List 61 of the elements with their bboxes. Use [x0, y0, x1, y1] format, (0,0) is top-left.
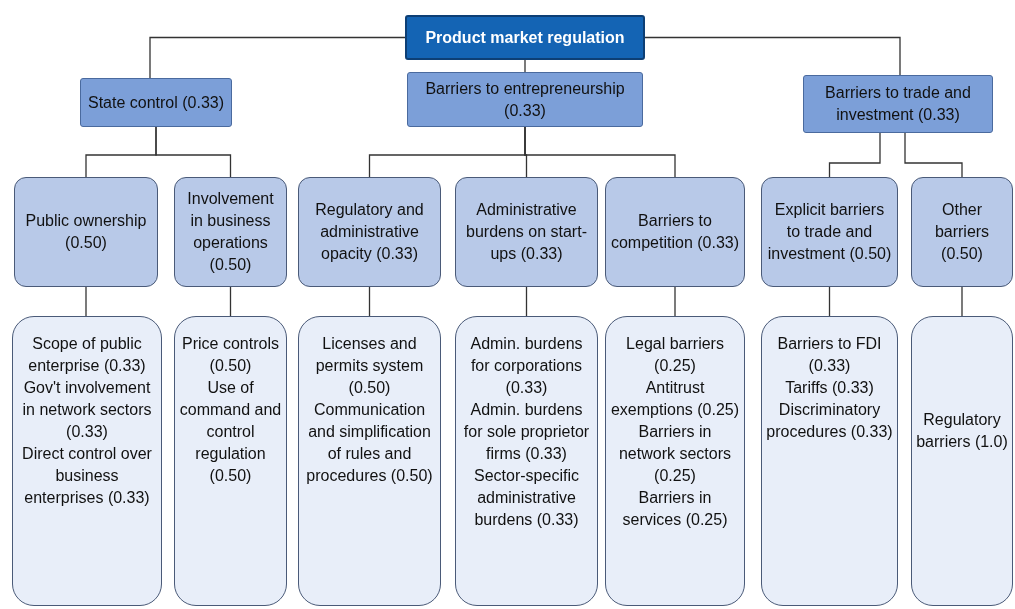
box-label: Involvement in business operations (0.50)	[186, 189, 275, 275]
indicator-label: Communication and simplification of rules and procedures (0.50)	[305, 400, 434, 486]
box-label: Other barriers (0.50)	[933, 200, 991, 264]
indicator-label: Discriminatory procedures (0.33)	[766, 400, 893, 442]
indicator-box	[605, 316, 745, 606]
indicator-label: Barriers in network sectors (0.25)	[617, 422, 732, 486]
connector-line	[155, 126, 232, 178]
connector-line	[524, 126, 676, 178]
subcategory-box	[605, 177, 745, 287]
indicator-box	[455, 316, 598, 606]
indicator-label: Admin. burdens for corporations (0.33)	[469, 334, 584, 398]
indicator-box	[174, 316, 287, 606]
subcategory-box	[911, 177, 1013, 287]
subcategory-box	[298, 177, 441, 287]
indicator-label: Gov't involvement in network sectors (0.33)	[21, 378, 153, 442]
connector-line	[149, 36, 406, 79]
indicator-label: Price controls (0.50)	[181, 334, 280, 376]
connector-line	[674, 286, 676, 317]
box-label: Administrative burdens on start-ups (0.33)	[465, 200, 588, 264]
indicator-label: Licenses and permits system (0.50)	[314, 334, 425, 398]
indicator-label: Antitrust exemptions (0.25)	[610, 378, 740, 420]
connector-line	[828, 286, 831, 317]
connector-line	[961, 286, 963, 317]
indicator-box	[298, 316, 441, 606]
indicator-label: Tariffs (0.33)	[785, 378, 874, 398]
connector-line	[904, 132, 963, 178]
category-box	[80, 78, 232, 127]
box-label: Product market regulation	[425, 27, 625, 48]
box-label: Explicit barriers to trade and investment (0.50)	[766, 200, 893, 264]
connector-line	[644, 36, 901, 76]
connector-line	[828, 132, 881, 178]
connector-line	[368, 286, 371, 317]
indicator-label: Use of command and control regulation (0.50)	[179, 378, 282, 486]
box-label: Barriers to competition (0.33)	[610, 211, 740, 253]
connector-line	[524, 59, 526, 73]
indicator-box	[761, 316, 898, 606]
indicator-label: Legal barriers (0.25)	[625, 334, 725, 376]
indicator-label: Direct control over business enterprises (0.33)	[21, 444, 153, 508]
indicator-label: Admin. burdens for sole proprietor firms (0.33)	[462, 400, 591, 464]
box-label: Public ownership (0.50)	[24, 211, 148, 253]
box-label: Barriers to trade and investment (0.33)	[824, 83, 972, 125]
subcategory-box	[14, 177, 158, 287]
box-label: State control (0.33)	[87, 92, 225, 113]
subcategory-box	[174, 177, 287, 287]
indicator-box	[911, 316, 1013, 606]
connector-line	[85, 286, 87, 317]
indicator-label: Regulatory barriers (1.0)	[916, 410, 1008, 452]
category-box	[803, 75, 993, 133]
category-box	[407, 72, 643, 127]
box-label: Barriers to entrepreneurship (0.33)	[424, 78, 626, 121]
root-box	[405, 15, 645, 60]
subcategory-box	[761, 177, 898, 287]
box-label: Regulatory and administrative opacity (0.33)	[314, 200, 425, 264]
indicator-label: Barriers to FDI (0.33)	[776, 334, 883, 376]
indicator-label: Sector-specific administrative burdens (0.33)	[473, 466, 580, 530]
indicator-label: Barriers in services (0.25)	[621, 488, 729, 530]
subcategory-box	[455, 177, 598, 287]
indicator-label: Scope of public enterprise (0.33)	[27, 334, 147, 376]
indicator-box	[12, 316, 162, 606]
connector-line	[525, 286, 528, 317]
connector-line	[229, 286, 232, 317]
